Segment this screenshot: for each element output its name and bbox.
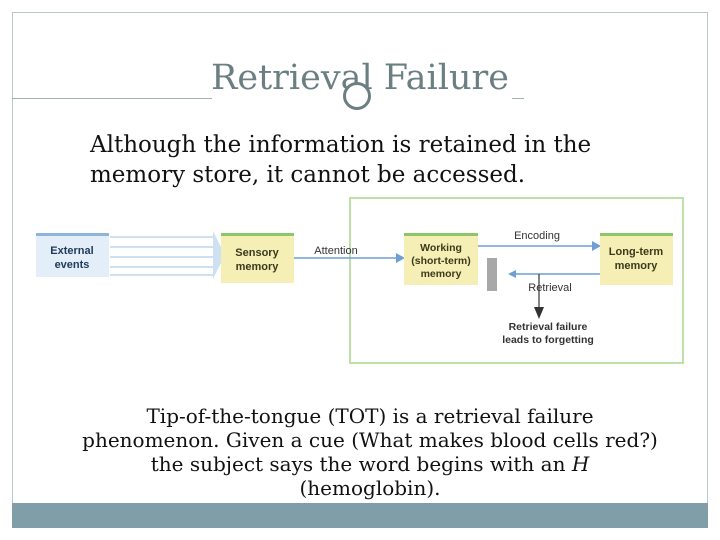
working-memory-label-2: (short-term)	[411, 255, 471, 267]
sensory-memory-label-1: Sensory	[235, 247, 279, 259]
sensory-memory-box	[221, 233, 294, 283]
svg-text:memory: memory	[615, 260, 659, 272]
retrieval-failure-label-1: Retrieval failure	[509, 321, 588, 333]
external-events-label-2: events	[55, 259, 90, 271]
svg-text:Long-term: Long-term	[609, 246, 664, 258]
title-circle-ornament	[343, 82, 371, 110]
long-term-memory-label-2: memory	[615, 260, 659, 272]
footer-bar	[12, 503, 708, 528]
sensory-memory-stripe	[221, 233, 294, 236]
svg-text:memory: memory	[236, 261, 280, 273]
retrieval-block-bar	[487, 258, 497, 291]
long-term-memory-label-1: Long-term	[609, 246, 664, 258]
caption-text-start: Tip-of-the-tongue (TOT) is a retrieval f…	[82, 404, 658, 476]
working-memory-stripe	[404, 233, 478, 236]
memory-diagram: External events Sensory memory Attention…	[36, 197, 684, 364]
caption-italic-h: H	[571, 452, 590, 476]
encoding-arrowhead	[592, 241, 601, 251]
retrieval-down-arrowhead	[534, 307, 544, 319]
retrieval-label: Retrieval	[528, 282, 571, 294]
slide-subtitle: Although the information is retained in …	[90, 132, 592, 188]
svg-text:Retrieval failure: Retrieval failure	[509, 321, 588, 333]
svg-text:events: events	[55, 259, 90, 271]
svg-text:memory: memory	[421, 268, 462, 280]
svg-text:Sensory: Sensory	[235, 247, 279, 259]
working-memory-box	[404, 233, 478, 285]
title-rule-left	[12, 98, 212, 99]
attention-arrowhead	[396, 253, 405, 263]
encoding-label: Encoding	[514, 230, 560, 242]
working-memory-region	[349, 197, 684, 364]
svg-text:Working: Working	[420, 242, 462, 254]
input-arrowhead	[213, 231, 225, 279]
caption-text-end: (hemoglobin).	[299, 476, 441, 500]
external-events-box	[36, 233, 109, 277]
input-arrows	[110, 236, 213, 276]
sensory-memory-label-2: memory	[236, 261, 280, 273]
retrieval-failure-label-2: leads to forgetting	[502, 334, 594, 346]
long-term-memory-stripe	[600, 233, 673, 236]
working-memory-label-1: Working	[420, 242, 462, 254]
retrieval-arrowhead	[508, 270, 516, 278]
external-events-stripe	[36, 233, 109, 236]
working-memory-label-3: memory	[421, 268, 462, 280]
svg-text:leads to forgetting: leads to forgetting	[502, 334, 594, 346]
svg-text:(short-term): (short-term)	[411, 255, 471, 267]
svg-text:External: External	[50, 245, 93, 257]
external-events-label-1: External	[50, 245, 93, 257]
attention-label: Attention	[314, 245, 357, 257]
title-rule-right	[512, 98, 524, 99]
long-term-memory-box	[600, 233, 673, 285]
tot-caption: Tip-of-the-tongue (TOT) is a retrieval f…	[80, 404, 660, 500]
